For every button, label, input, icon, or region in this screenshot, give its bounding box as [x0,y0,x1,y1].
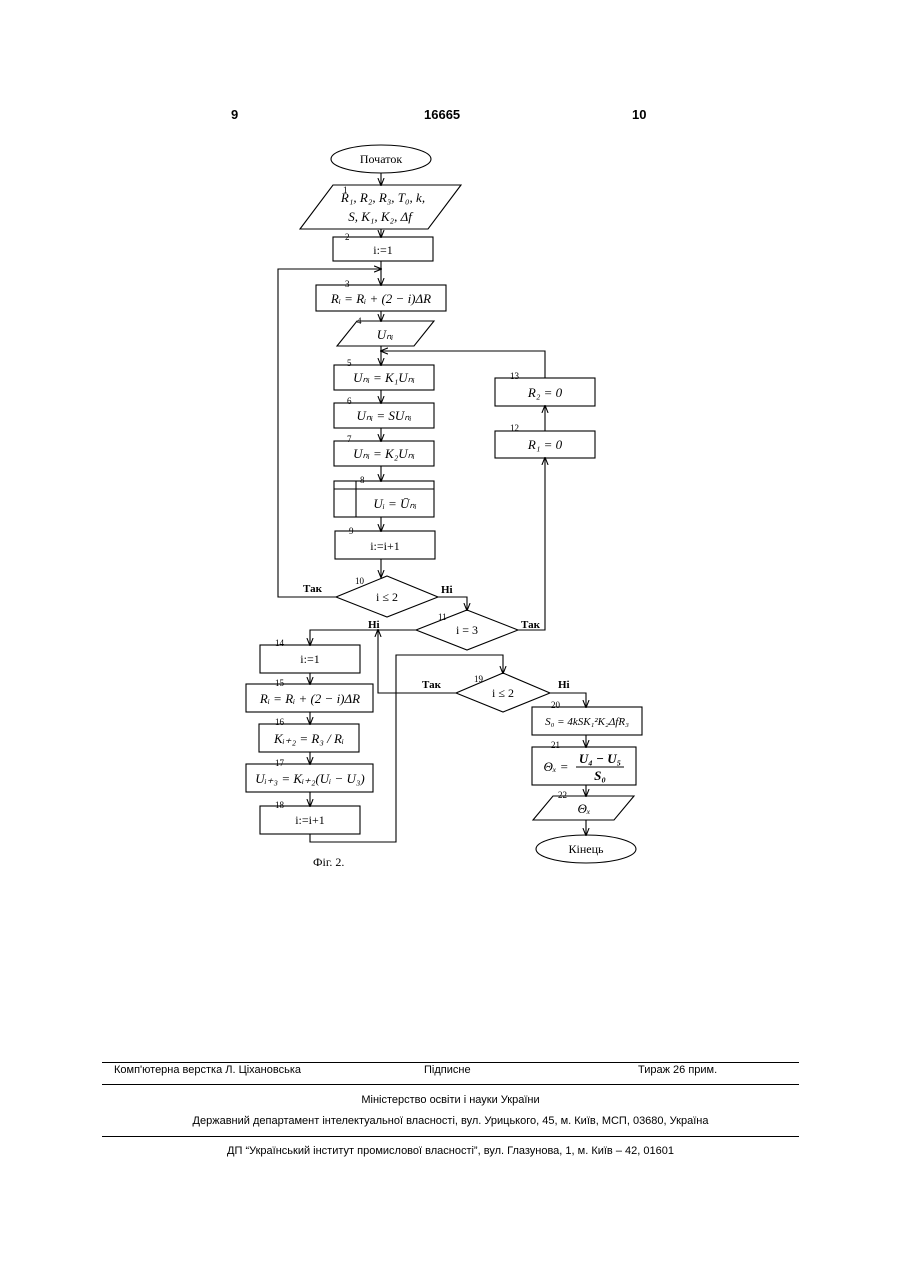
no-label-block-11: Ні [368,619,380,631]
block-number: 7 [347,434,352,444]
end-label: Кінець [569,842,605,856]
block-21-lhs: Θₓ = [543,759,568,774]
block-22-text: Θₓ [577,801,590,816]
footer-rule-bottom [102,1136,799,1137]
block-13-text: R₂ = 0 [527,385,563,400]
block-15-text: Rᵢ = Rᵢ + (2 − i)ΔR [259,691,360,706]
block-17-text: Uᵢ₊₃ = Kᵢ₊₂(Uᵢ − U₃) [255,771,365,786]
footer-ministry: Міністерство освіти і науки України [102,1094,799,1106]
block-16-text: Kᵢ₊₂ = R₃ / Rᵢ [273,731,344,746]
block-number: 5 [347,358,352,368]
block-18-text: i:=i+1 [295,813,325,827]
block-8-text: Uᵢ = Ūₙᵢ [373,496,416,511]
block-3-text: Rᵢ = Rᵢ + (2 − i)ΔR [330,291,431,306]
footer-rule-middle [102,1084,799,1085]
block-number: 20 [551,700,561,710]
footer-institute: ДП “Український інститут промислової вла… [102,1145,799,1157]
block-number: 15 [275,678,285,688]
footer-typesetting: Комп'ютерна верстка Л. Ціхановська [114,1064,301,1076]
block-number: 3 [345,279,350,289]
block-12-text: R₁ = 0 [527,437,563,452]
block-number: 12 [510,423,519,433]
block-9-text: i:=i+1 [370,539,400,553]
start-label: Початок [360,152,402,166]
block-11-text: i = 3 [456,623,478,637]
block-number: 13 [510,371,520,381]
block-14-text: i:=1 [300,652,319,666]
footer-circulation: Тираж 26 прим. [638,1064,717,1076]
figure-caption: Фіг. 2. [313,855,344,869]
block-number: 18 [275,800,285,810]
block-1-line2: S, K₁, K₂, Δf [348,209,414,224]
block-number: 22 [558,790,567,800]
block-20-text: S₀ = 4kSK₁²K₂ΔfR₃ [545,716,629,728]
block-number: 6 [347,396,352,406]
footer-rule-top [102,1062,799,1063]
block-number: 11 [438,612,447,622]
block-number: 16 [275,717,285,727]
block-number: 19 [474,674,484,684]
yes-label-block-11: Так [521,619,541,631]
block-number: 17 [275,758,285,768]
footer-department: Державний департамент інтелектуальної вл… [102,1115,799,1127]
block-4-text: Uₙᵢ [377,327,394,342]
block-1-line1: R₁, R₂, R₃, T₀, k, [340,190,425,205]
block-number: 10 [355,576,365,586]
block-6-text: Uₙᵢ = SUₙᵢ [356,408,411,423]
yes-label-block-10: Так [303,583,323,595]
block-21-numerator: U₄ − U₅ [579,751,621,766]
block-5-text: Uₙᵢ = K₁Uₙᵢ [353,370,415,385]
block-21-denominator: S₀ [594,768,606,783]
block-number: 2 [345,232,350,242]
block-7-text: Uₙᵢ = K₂Uₙᵢ [353,446,415,461]
block-number: 4 [357,316,362,326]
no-label-block-10: Ні [441,584,453,596]
block-number: 9 [349,526,354,536]
block-number: 8 [360,475,365,485]
block-number: 21 [551,740,560,750]
footer-signed: Підписне [424,1064,471,1076]
block-10-text: i ≤ 2 [376,590,398,604]
yes-label-block-19: Так [422,679,442,691]
block-number: 14 [275,638,285,648]
no-label-block-19: Ні [558,679,570,691]
block-19-text: i ≤ 2 [492,686,514,700]
block-2-text: i:=1 [373,243,392,257]
